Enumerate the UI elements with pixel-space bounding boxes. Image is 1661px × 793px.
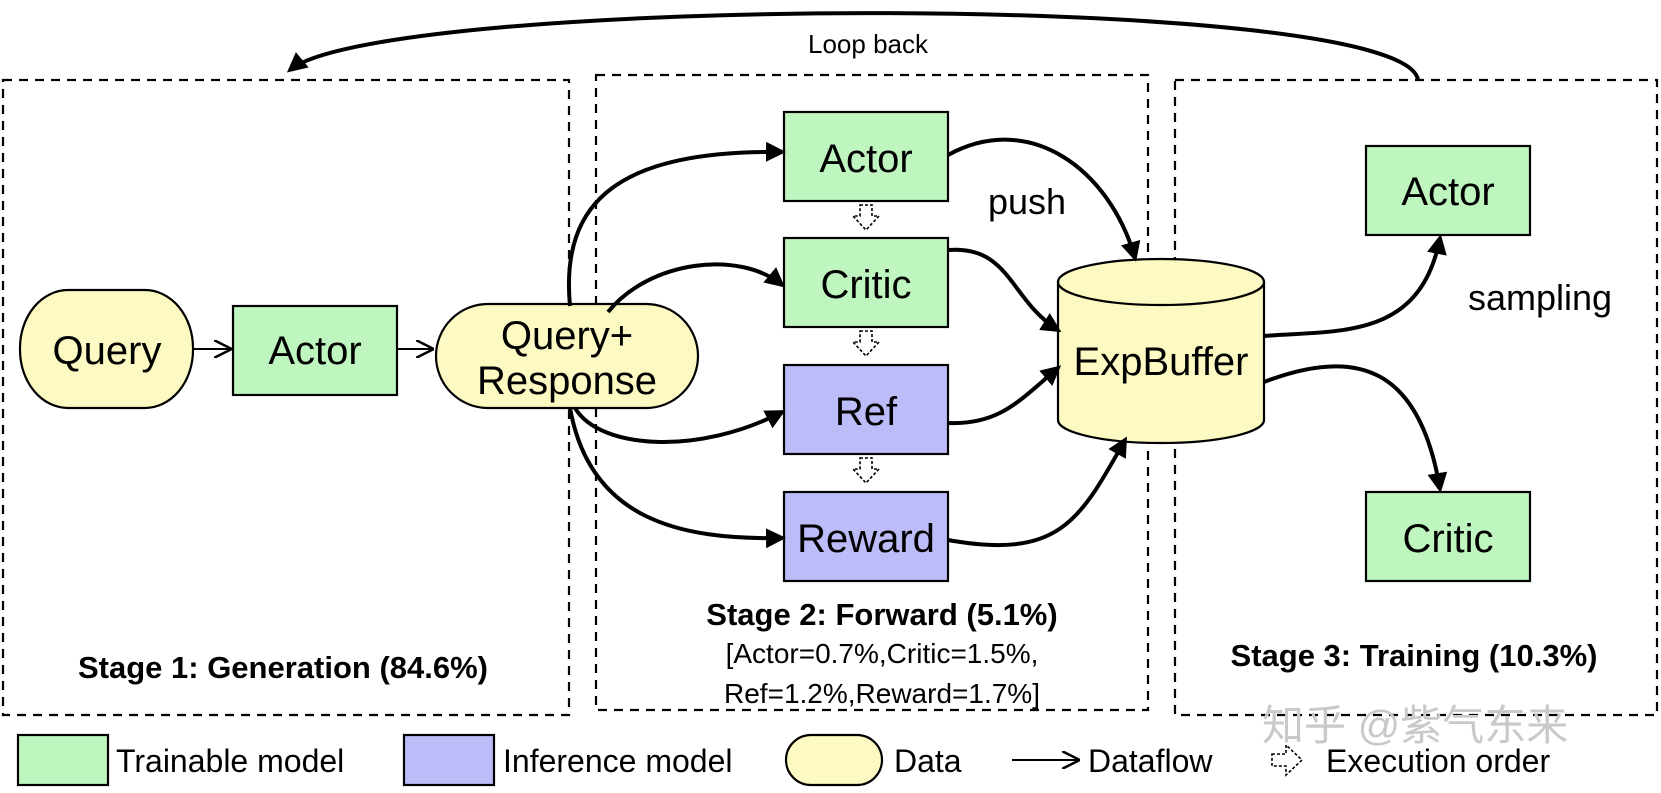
stage3-critic-box [1364, 490, 1532, 583]
stage2-reward-box [782, 490, 950, 583]
query-response-node: Query+ Response [434, 302, 700, 410]
stage3-frame [1173, 78, 1659, 717]
exp-buffer-body [1056, 280, 1266, 445]
stage2-actor-node: Actor [782, 110, 950, 203]
query-response-shape [434, 302, 700, 410]
response-to-reward-arrow [568, 407, 786, 549]
stage1-actor-node: Actor [231, 304, 399, 397]
stage2-detail-line1: [Actor=0.7%,Critic=1.5%, [726, 638, 1039, 669]
actor-to-buffer-arrow [947, 137, 1141, 262]
response-to-actor-arrow [567, 141, 786, 307]
stage2-detail-line2: Ref=1.2%,Reward=1.7%] [724, 678, 1040, 709]
legend: Trainable model Inference model Data Dat… [16, 733, 1550, 787]
stage1-actor-box [231, 304, 399, 397]
legend-trainable-swatch [16, 733, 110, 787]
legend-execution-icon [1271, 743, 1304, 777]
buffer-to-critic-arrow [1263, 364, 1448, 493]
loop-back-arrow [286, 11, 1420, 81]
watermark: 知乎 @紫气东来 [1262, 702, 1568, 749]
exec-order-arrow-1 [851, 204, 881, 232]
critic-to-buffer-arrow [947, 247, 1062, 333]
stage2-ref-box [782, 363, 950, 456]
stage2-reward-label: Reward [797, 517, 935, 561]
stage3-actor-label: Actor [1401, 170, 1494, 214]
stage1-actor-label: Actor [268, 329, 361, 373]
stage1-query-label: Query [53, 329, 162, 373]
query-response-label-line2: Response [477, 359, 657, 403]
legend-inference-label: Inference model [503, 743, 732, 779]
legend-execution-label: Execution order [1326, 743, 1550, 779]
legend-inference-swatch [402, 733, 496, 787]
stage3-critic-node: Critic [1364, 490, 1532, 583]
sampling-label: sampling [1468, 277, 1612, 318]
push-label: push [988, 181, 1066, 222]
exp-buffer-label: ExpBuffer [1074, 340, 1249, 384]
reward-to-buffer-arrow [947, 436, 1127, 548]
stage2-critic-label: Critic [820, 263, 911, 307]
stage2-title: Stage 2: Forward (5.1%) [706, 597, 1057, 632]
exp-buffer-top [1056, 257, 1266, 307]
loop-back-label: Loop back [808, 29, 929, 59]
ref-to-buffer-arrow [947, 365, 1062, 426]
response-to-ref-arrow [573, 406, 786, 444]
stage3-title: Stage 3: Training (10.3%) [1231, 638, 1598, 673]
stage2-ref-label: Ref [835, 390, 898, 434]
stage2-reward-node: Reward [782, 490, 950, 583]
legend-data-label: Data [894, 743, 962, 779]
exp-buffer-node: ExpBuffer [1056, 257, 1266, 445]
response-to-critic-arrow [606, 262, 786, 314]
legend-trainable-label: Trainable model [116, 743, 344, 779]
stage2-actor-label: Actor [819, 137, 912, 181]
stage3-actor-node: Actor [1364, 144, 1532, 237]
stage1-query-node: Query [18, 288, 195, 410]
stage3-actor-box [1364, 144, 1532, 237]
stage2-ref-node: Ref [782, 363, 950, 456]
exec-order-arrow-2 [851, 330, 881, 358]
stage2-critic-node: Critic [782, 236, 950, 329]
stage3-critic-label: Critic [1402, 517, 1493, 561]
stage1-title: Stage 1: Generation (84.6%) [78, 650, 488, 685]
buffer-to-actor-arrow [1263, 234, 1447, 338]
legend-dataflow-label: Dataflow [1088, 743, 1213, 779]
stage2-actor-box [782, 110, 950, 203]
exec-order-arrow-3 [851, 457, 881, 485]
query-response-label-line1: Query+ [501, 314, 633, 358]
legend-data-swatch [784, 733, 884, 787]
